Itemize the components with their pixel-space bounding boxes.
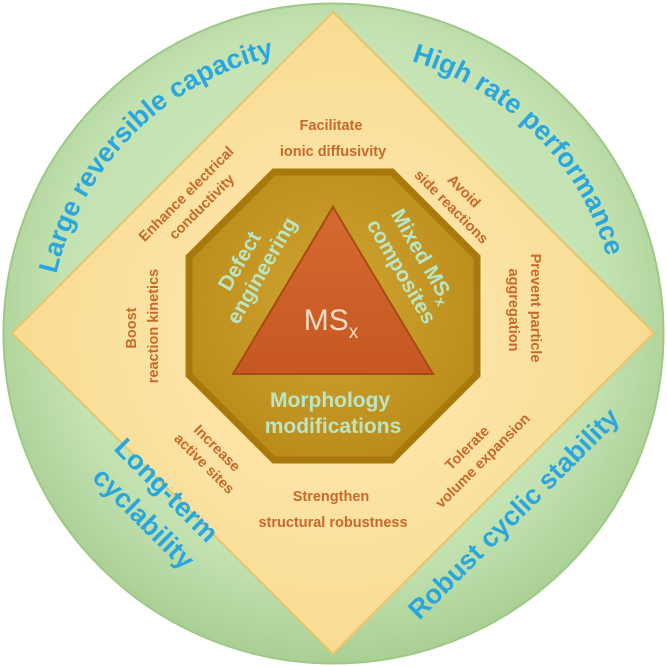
benefit-facilitate: Facilitate ionic diffusivity [280, 118, 386, 160]
core-triangle [231, 205, 435, 375]
benefit-strengthen: Strengthen structural robustness [258, 489, 407, 531]
core-label: MSx [304, 304, 359, 343]
benefit-boost: Boost reaction kinetics [124, 269, 162, 383]
strategy-morphology: Morphology modifications [265, 389, 402, 438]
benefit-prevent: Prevent particle aggregation [505, 254, 543, 367]
